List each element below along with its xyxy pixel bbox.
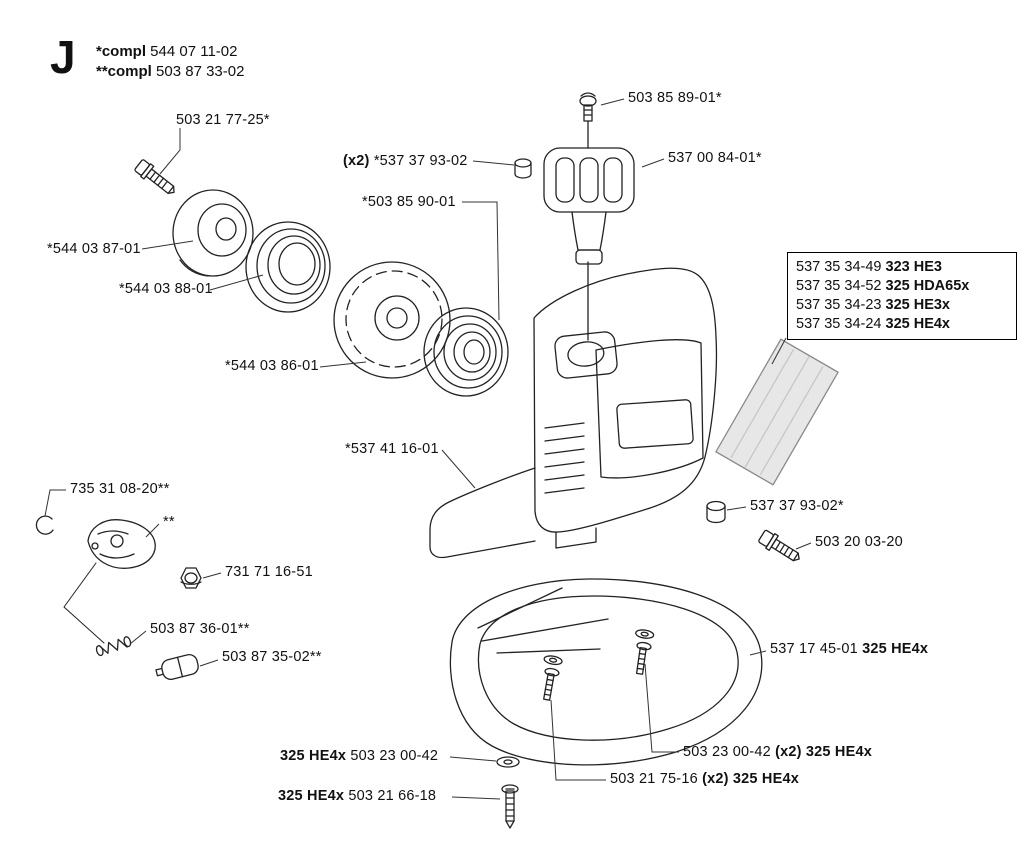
screw-bottom-icon xyxy=(501,784,519,829)
label-537-00-84-01: 537 00 84-01* xyxy=(668,150,762,166)
screw-loop-right-icon xyxy=(635,629,655,675)
label-503-85-90-01: *503 85 90-01 xyxy=(362,194,456,210)
compl-note-1: *compl 544 07 11-02 xyxy=(96,43,238,60)
rope-screw-icon xyxy=(579,92,597,122)
washer-icon xyxy=(496,756,520,768)
label-503-87-36-01: 503 87 36-01** xyxy=(150,621,250,637)
label-731-71-16-51: 731 71 16-51 xyxy=(225,564,313,580)
housing-panel xyxy=(595,339,704,479)
loop-frame-icon xyxy=(449,578,763,766)
label-544-03-87-01: *544 03 87-01 xyxy=(47,241,141,257)
starter-housing-icon xyxy=(429,267,718,559)
label-503-21-77-25: 503 21 77-25* xyxy=(176,112,270,128)
compl-note-2: **compl 503 87 33-02 xyxy=(96,63,245,80)
screw-loop-left-icon xyxy=(543,655,563,701)
label-537-41-16-01: *537 41 16-01 xyxy=(345,441,439,457)
rubber-cap-icon xyxy=(155,653,199,681)
label-double-asterisk: ** xyxy=(163,514,175,530)
label-503-20-03-20: 503 20 03-20 xyxy=(815,534,903,550)
small-spring-icon xyxy=(95,636,132,657)
label-537-17-45-01: 537 17 45-01 325 HE4x xyxy=(770,641,929,657)
ref-box-line: 537 35 34-23 325 HE3x xyxy=(796,297,950,313)
rewind-spring-icon xyxy=(245,221,331,313)
label-544-03-88-01: *544 03 88-01 xyxy=(119,281,213,297)
starter-drum-icon xyxy=(333,261,451,379)
screw-icon xyxy=(134,159,175,195)
label-544-03-86-01: *544 03 86-01 xyxy=(225,358,319,374)
label-503-85-89-01: 503 85 89-01* xyxy=(628,90,722,106)
nut-icon xyxy=(180,567,202,589)
housing-vents xyxy=(544,422,585,494)
ref-box-line: 537 35 34-52 325 HDA65x xyxy=(796,278,970,294)
housing-slot xyxy=(616,399,694,449)
label-537-37-93-02: 537 37 93-02* xyxy=(750,498,844,514)
ref-box-line: 537 35 34-24 325 HE4x xyxy=(796,316,950,332)
recoil-spring-disc-icon xyxy=(423,307,509,397)
filter-screen-icon xyxy=(715,338,839,486)
leader-lines xyxy=(44,98,812,800)
label-503-21-75-16: 503 21 75-16 (x2) 325 HE4x xyxy=(610,771,800,787)
reference-box: 537 35 34-49 323 HE3 537 35 34-52 325 HD… xyxy=(787,252,1017,340)
label-537-37-93-02-x2: (x2) *537 37 93-02 xyxy=(343,153,468,169)
label-503-21-66-18: 325 HE4x 503 21 66-18 xyxy=(278,788,437,804)
bracket-icon xyxy=(87,519,156,569)
starter-pulley-icon xyxy=(172,189,254,277)
section-letter: J xyxy=(50,31,76,83)
wire-icon xyxy=(63,562,105,644)
label-503-87-35-02: 503 87 35-02** xyxy=(222,649,322,665)
label-503-23-00-42-right: 503 23 00-42 (x2) 325 HE4x xyxy=(683,744,873,760)
compl-notes: *compl 544 07 11-02 **compl 503 87 33-02 xyxy=(96,42,244,82)
label-735-31-08-20: 735 31 08-20** xyxy=(70,481,170,497)
label-503-23-00-42-left: 325 HE4x 503 23 00-42 xyxy=(280,748,439,764)
circlip-icon xyxy=(35,515,54,535)
screw-right-icon xyxy=(758,529,800,562)
bushing-icon xyxy=(514,158,532,179)
ref-box-line: 537 35 34-49 323 HE3 xyxy=(796,259,942,275)
rope-funnel-icon xyxy=(554,331,618,379)
starter-handle-icon xyxy=(543,147,635,265)
bushing-right-icon xyxy=(706,500,726,524)
